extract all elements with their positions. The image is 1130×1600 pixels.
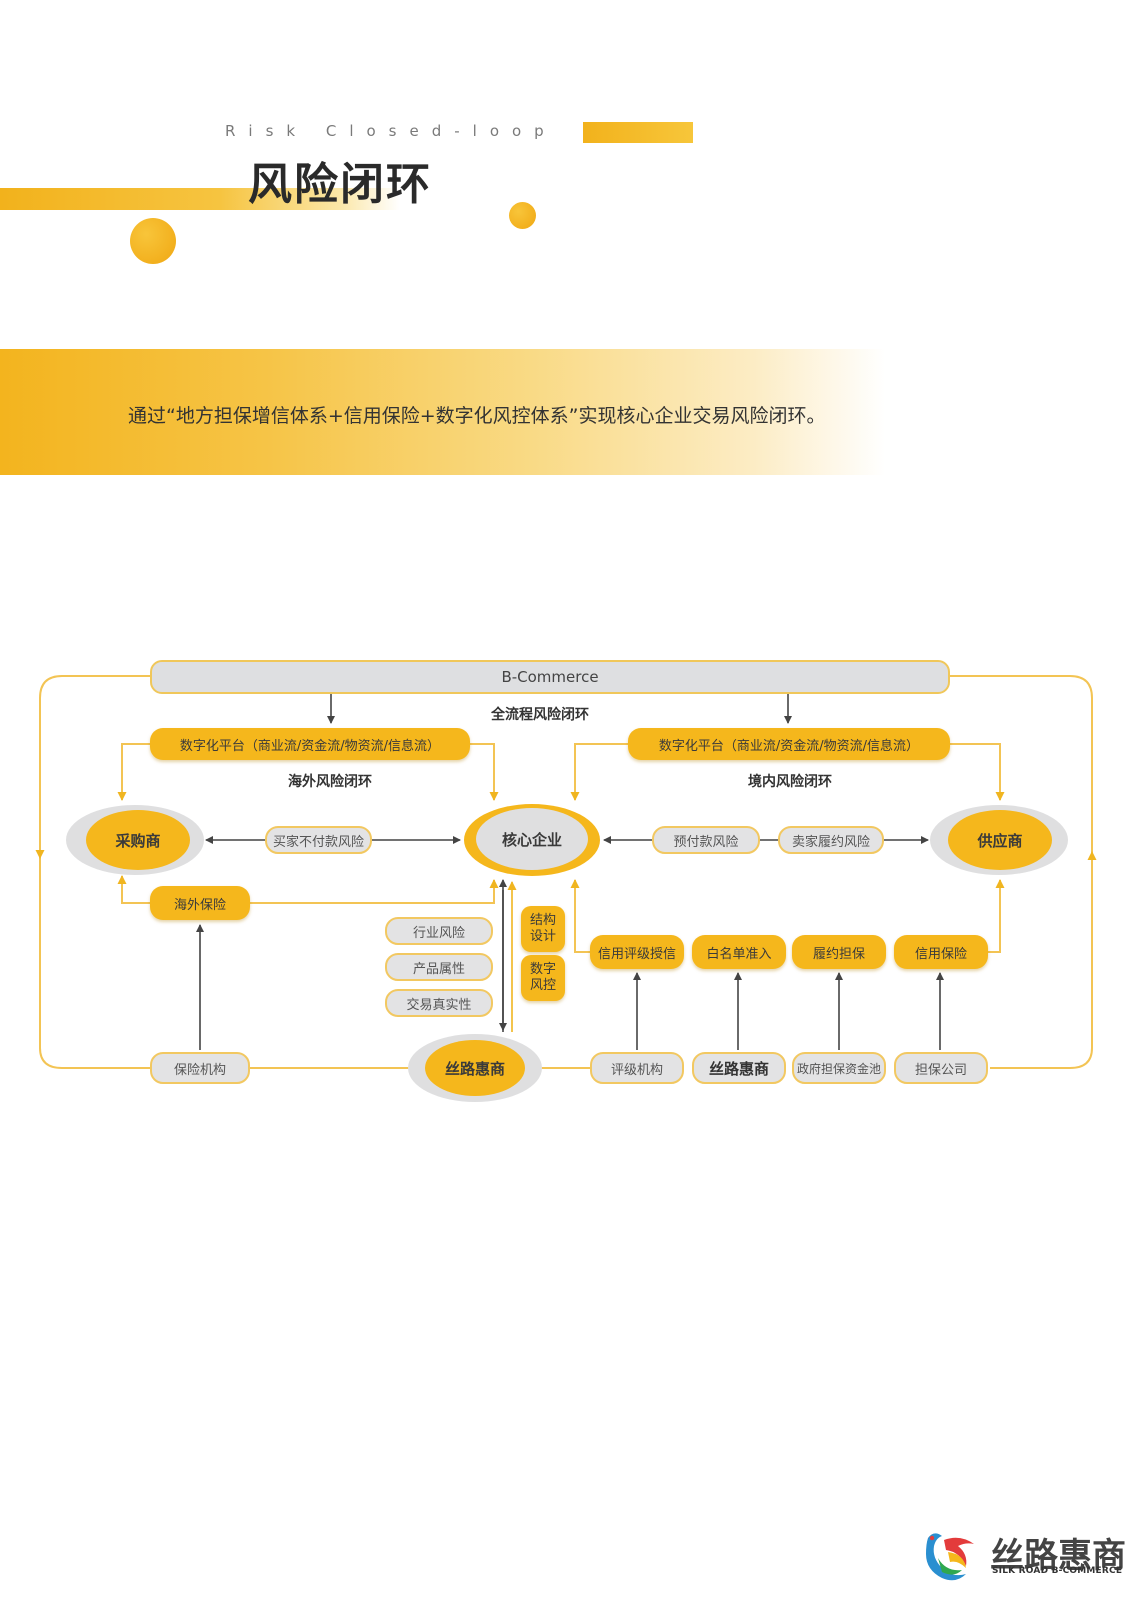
overseas-loop-label: 海外风险闭环 — [288, 774, 372, 790]
b-commerce-bar: B-Commerce — [150, 660, 950, 694]
page-title: 风险闭环 — [248, 159, 432, 210]
core-enterprise-node: 核心企业 — [476, 808, 588, 870]
credit-rating-service: 信用评级授信 — [590, 935, 684, 969]
services-to-core — [570, 879, 592, 953]
seller-performance-risk: 卖家履约风险 — [778, 826, 884, 854]
performance-guarantee: 履约担保 — [792, 935, 886, 969]
logo-text-cn: 丝路惠商 — [990, 1536, 1126, 1576]
left-platform-to-core — [470, 743, 499, 801]
logo-text-en: SILK ROAD B-COMMERCE — [992, 1566, 1123, 1576]
full-loop-label: 全流程风险闭环 — [491, 707, 589, 723]
digital-risk-control: 数字 风控 — [521, 955, 565, 1001]
government-guarantee-fund: 政府担保资金池 — [792, 1052, 886, 1084]
prepayment-risk: 预付款风险 — [652, 826, 760, 854]
decor-bar-top — [583, 122, 693, 143]
domestic-loop-label: 境内风险闭环 — [748, 774, 832, 790]
left-platform: 数字化平台（商业流/资金流/物资流/信息流） — [150, 728, 470, 760]
right-platform-to-core — [570, 743, 628, 801]
credit-insurance: 信用保险 — [894, 935, 988, 969]
digital-risk-control-line1: 数字 — [529, 962, 556, 977]
insurance-to-buyer — [117, 875, 150, 904]
banner-text: 通过“地方担保增信体系+信用保险+数字化风控体系”实现核心企业交易风险闭环。 — [128, 405, 826, 427]
left-platform-to-buyer — [117, 743, 150, 801]
silk-road-bird-icon — [926, 1533, 974, 1581]
banner — [0, 349, 885, 475]
structure-design-line2: 设计 — [529, 929, 556, 944]
trade-authenticity: 交易真实性 — [385, 989, 493, 1017]
insurance-institution: 保险机构 — [150, 1052, 250, 1084]
digital-risk-control-line2: 风控 — [529, 978, 556, 993]
right-platform-to-supplier — [950, 743, 1005, 801]
whitelist-access: 白名单准入 — [692, 935, 786, 969]
right-platform: 数字化平台（商业流/资金流/物资流/信息流） — [628, 728, 950, 760]
page-subtitle: Risk Closed-loop — [225, 122, 557, 140]
overseas-insurance: 海外保险 — [150, 886, 250, 920]
industry-risk: 行业风险 — [385, 917, 493, 945]
guarantee-company: 担保公司 — [894, 1052, 988, 1084]
product-attribute: 产品属性 — [385, 953, 493, 981]
structure-design: 结构 设计 — [521, 906, 565, 952]
rating-agency: 评级机构 — [590, 1052, 684, 1084]
buyer-node: 采购商 — [86, 810, 190, 870]
decor-bar-left — [0, 188, 400, 210]
services-to-supplier — [988, 879, 1005, 953]
decor-dot-large — [130, 218, 176, 264]
insurance-to-core — [250, 879, 499, 904]
structure-design-line1: 结构 — [529, 913, 556, 928]
supplier-node: 供应商 — [948, 810, 1052, 870]
buyer-nonpayment-risk: 买家不付款风险 — [265, 826, 372, 854]
silkroad-bottom-node: 丝路惠商 — [692, 1052, 786, 1084]
decor-dot-small — [509, 202, 536, 229]
outer-loop-left — [39, 675, 150, 1069]
silkroad-center-node: 丝路惠商 — [425, 1040, 525, 1096]
